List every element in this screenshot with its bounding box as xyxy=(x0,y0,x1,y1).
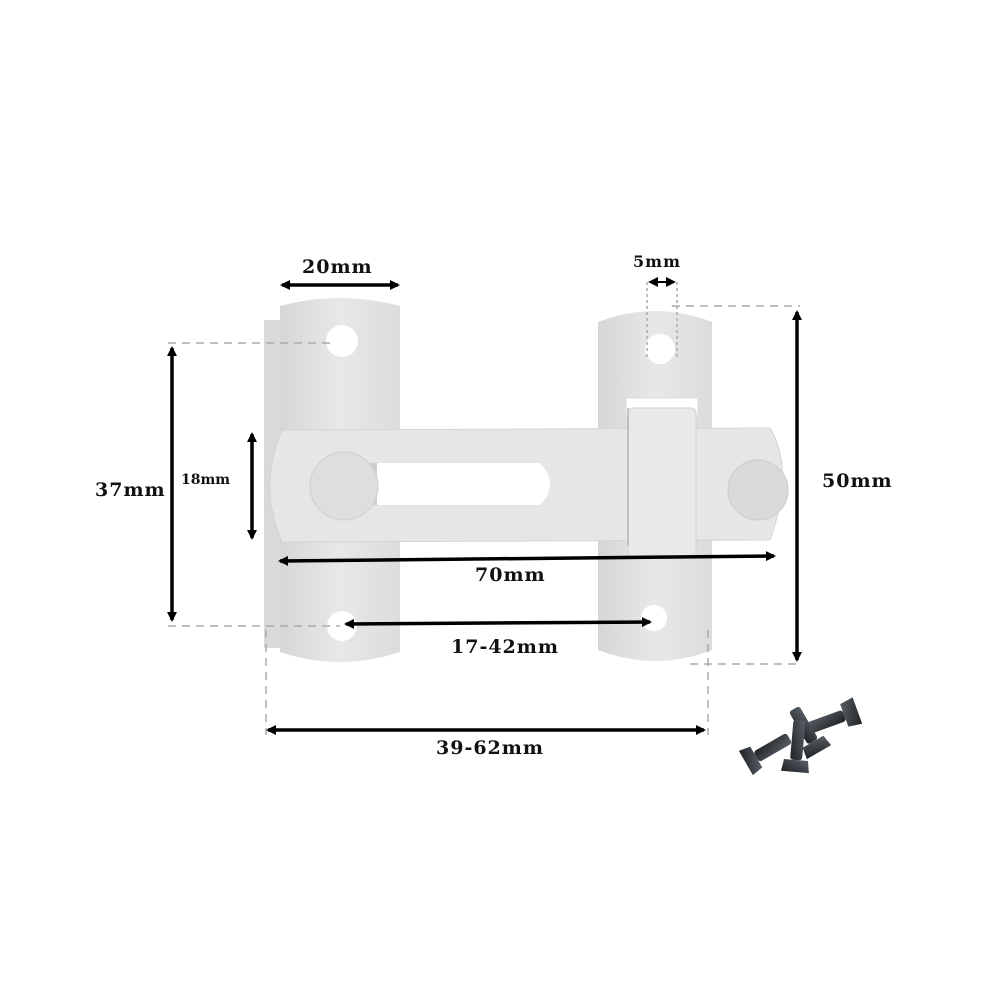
bolt-knob-left xyxy=(309,451,379,521)
label-overall-width: 39-62mm xyxy=(436,737,544,759)
label-bar-length: 70mm xyxy=(475,564,546,586)
label-plate-height-left: 37mm xyxy=(95,479,166,501)
right-top-screw-hole xyxy=(645,334,675,364)
arrow-70mm xyxy=(278,551,776,566)
dimension-arrows xyxy=(167,277,802,735)
bolt-keeper xyxy=(625,397,699,559)
screws-icon xyxy=(738,697,863,776)
slot-opening xyxy=(370,463,550,505)
label-plate-height-right: 50mm xyxy=(822,470,893,492)
label-plate-width: 20mm xyxy=(302,256,373,278)
bolt-knob-right xyxy=(727,459,789,521)
label-bar-height: 18mm xyxy=(181,472,231,488)
right-bottom-screw-hole xyxy=(641,605,667,631)
arrow-17-42mm xyxy=(344,617,652,629)
left-bottom-screw-hole xyxy=(327,611,357,641)
label-hole-spacing: 17-42mm xyxy=(451,636,559,658)
left-top-screw-hole xyxy=(326,325,358,357)
label-hole-diameter: 5mm xyxy=(633,252,681,271)
guide-lines xyxy=(168,282,800,735)
